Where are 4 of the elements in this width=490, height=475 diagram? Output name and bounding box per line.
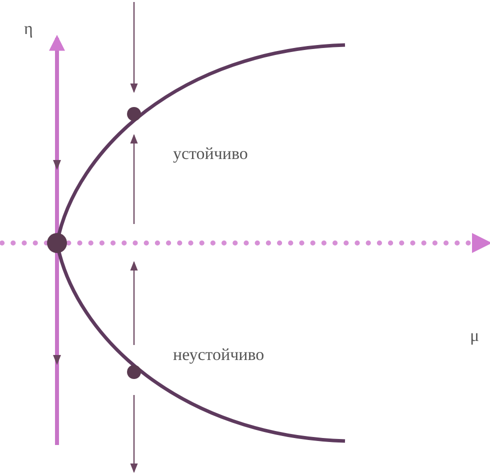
axis-label: η	[24, 20, 33, 37]
axis-label: μ	[470, 327, 480, 344]
region-label: устойчиво	[173, 145, 248, 162]
region-label: неустойчиво	[173, 346, 264, 363]
